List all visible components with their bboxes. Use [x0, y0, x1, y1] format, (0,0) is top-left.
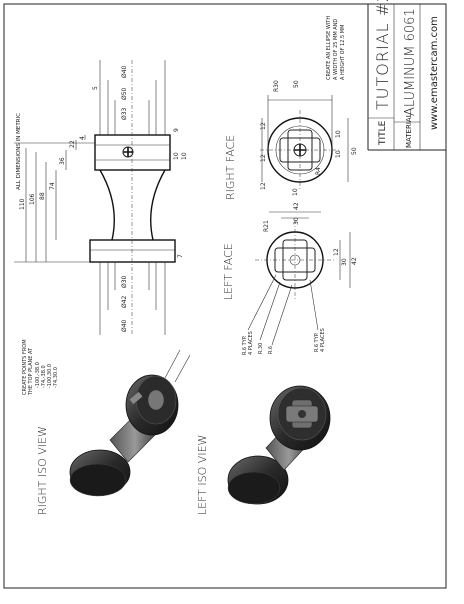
right-iso-label: RIGHT ISO VIEW: [36, 426, 49, 515]
svg-text:4 PLACES: 4 PLACES: [320, 328, 326, 352]
svg-text:36: 36: [59, 157, 66, 165]
left-iso-label: LEFT ISO VIEW: [196, 435, 209, 515]
svg-text:7: 7: [177, 254, 184, 258]
svg-text:R.6 TYP.: R.6 TYP.: [242, 335, 248, 355]
svg-text:-100,-38.0: -100,-38.0: [35, 362, 41, 388]
svg-text:4 PLACES: 4 PLACES: [248, 331, 254, 355]
svg-text:110: 110: [19, 198, 26, 210]
svg-text:88: 88: [39, 192, 46, 200]
svg-text:10: 10: [181, 152, 188, 160]
front-length-labels: 110 106 88 74 36 22 4 5: [19, 86, 99, 210]
svg-text:R.6 TYP.: R.6 TYP.: [314, 332, 320, 352]
svg-text:30: 30: [293, 217, 300, 225]
svg-text:4: 4: [79, 136, 86, 140]
svg-text:74: 74: [49, 182, 56, 190]
svg-text:12: 12: [260, 154, 267, 162]
svg-text:R4: R4: [315, 167, 322, 175]
svg-text:5: 5: [92, 86, 99, 90]
left-iso-render: [227, 385, 331, 505]
svg-text:30: 30: [341, 258, 348, 266]
svg-text:12: 12: [260, 182, 267, 190]
metric-note: ALL DIMENSIONS IN METRIC: [16, 113, 22, 190]
svg-text:12: 12: [333, 248, 340, 256]
website-text: www.emastercam.com: [429, 16, 440, 130]
right-face-label: RIGHT FACE: [224, 135, 237, 200]
left-face-callouts: R.6 TYP. 4 PLACES R.30 R.6 R.6 TYP. 4 PL…: [242, 328, 326, 355]
svg-text:50: 50: [351, 147, 358, 155]
svg-text:THE TOP PLANE AT: THE TOP PLANE AT: [28, 347, 34, 396]
svg-text:22: 22: [69, 140, 76, 148]
title-block: TITLE TUTORIAL #2 MATERIAL ALUMINUM 6061…: [367, 0, 446, 151]
front-view: [14, 60, 176, 335]
right-face-view: [260, 95, 349, 190]
svg-text:10: 10: [335, 130, 342, 138]
svg-text:10: 10: [335, 150, 342, 158]
title-value: TUTORIAL #2: [373, 0, 392, 110]
svg-text:12: 12: [260, 122, 267, 130]
svg-text:Ø30: Ø30: [121, 275, 128, 288]
svg-text:-74,-38.0: -74,-38.0: [41, 365, 47, 388]
title-label: TITLE: [378, 120, 388, 146]
front-diameter-labels: Ø40 Ø50 Ø33 Ø30 Ø42 Ø40: [121, 65, 128, 332]
svg-text:Ø33: Ø33: [121, 107, 128, 120]
svg-text:CREATE POINTS FROM: CREATE POINTS FROM: [22, 339, 28, 395]
svg-text:R30: R30: [273, 80, 280, 92]
material-label: MATERIAL: [405, 113, 413, 148]
svg-text:-74,30.0: -74,30.0: [53, 367, 59, 388]
left-face-label: LEFT FACE: [222, 243, 235, 300]
ellipse-note: CREATE AN ELLIPSE WITH A WIDTH OF 25 MM …: [326, 16, 346, 80]
right-iso-render: [69, 349, 191, 497]
svg-text:Ø40: Ø40: [121, 319, 128, 332]
svg-text:R21: R21: [263, 220, 270, 232]
svg-text:42: 42: [293, 202, 300, 210]
left-face-view: [247, 211, 351, 346]
svg-text:CREATE AN ELLIPSE WITH: CREATE AN ELLIPSE WITH: [326, 16, 332, 80]
svg-text:R.6: R.6: [268, 346, 274, 354]
right-face-labels: R30 50 12 12 10 10 R4 50 10 12: [260, 80, 358, 196]
svg-text:Ø40: Ø40: [121, 65, 128, 78]
points-note: CREATE POINTS FROM THE TOP PLANE AT -100…: [22, 339, 59, 396]
material-value: ALUMINUM 6061: [403, 8, 418, 116]
left-face-labels: R21 42 30 12 42 30: [263, 202, 358, 266]
front-small-labels: 9 10 10 7: [173, 128, 188, 258]
svg-text:42: 42: [351, 257, 358, 265]
sheet-border: [3, 3, 447, 589]
svg-text:106: 106: [29, 193, 36, 205]
svg-text:A WIDTH OF 25 MM AND: A WIDTH OF 25 MM AND: [333, 19, 339, 80]
svg-text:A HEIGHT OF 12.5 MM: A HEIGHT OF 12.5 MM: [340, 25, 346, 80]
svg-text:Ø50: Ø50: [121, 87, 128, 100]
svg-text:10: 10: [292, 188, 299, 196]
svg-text:Ø42: Ø42: [121, 295, 128, 308]
svg-text:R.30: R.30: [258, 343, 264, 354]
svg-text:10: 10: [173, 152, 180, 160]
svg-text:-100,30.0: -100,30.0: [47, 364, 53, 388]
svg-text:50: 50: [293, 80, 300, 88]
svg-text:9: 9: [173, 128, 180, 132]
